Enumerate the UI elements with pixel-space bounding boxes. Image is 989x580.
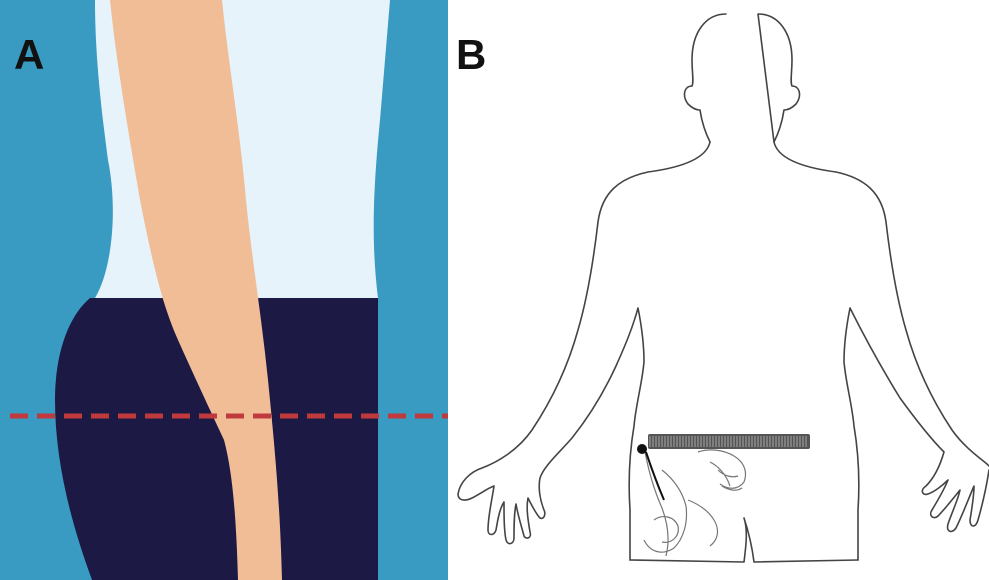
tape-tail bbox=[646, 452, 664, 500]
body-outline-figure bbox=[448, 0, 989, 580]
shorts-outline bbox=[630, 518, 858, 562]
waist-illustration bbox=[0, 0, 448, 580]
panel-label-a: A bbox=[14, 34, 44, 76]
right-body-outline bbox=[774, 142, 989, 560]
panel-label-b: B bbox=[456, 34, 486, 76]
panel-a: A bbox=[0, 0, 448, 580]
internal-anatomy bbox=[644, 446, 746, 556]
measuring-tape bbox=[637, 434, 810, 500]
panel-b: B bbox=[448, 0, 989, 580]
body-outline bbox=[458, 14, 989, 562]
tape-band bbox=[648, 434, 810, 449]
head-outline bbox=[685, 14, 800, 142]
left-body-outline bbox=[458, 142, 710, 560]
